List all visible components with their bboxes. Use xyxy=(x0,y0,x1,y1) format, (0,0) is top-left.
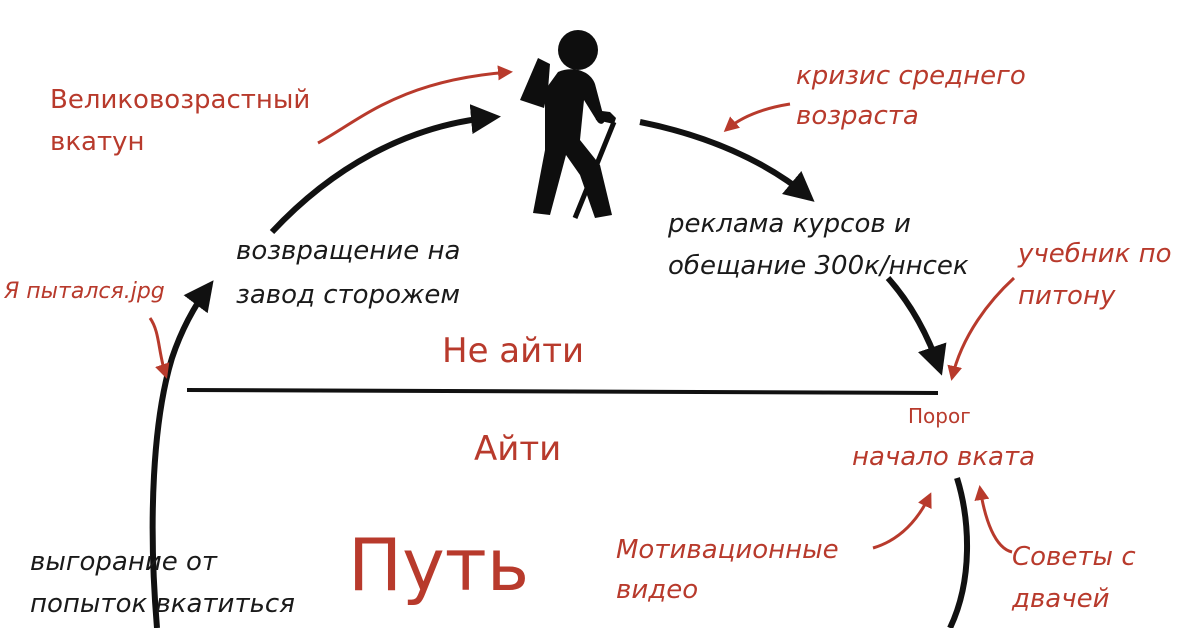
annotation-textbook-line2: питону xyxy=(1018,281,1116,311)
cycle-arrow-right-down xyxy=(947,477,971,628)
annotation-arrow-textbook xyxy=(947,276,1016,381)
annotation-arrow-tried xyxy=(148,317,170,379)
annotation-late-line2: вкатун xyxy=(50,127,145,157)
stage-ads-line1: реклама курсов и xyxy=(668,209,911,239)
annotation-advice-line1: Советы с xyxy=(1012,542,1136,572)
annotation-tried: Я пытался.jpg xyxy=(4,279,165,304)
threshold-title: Порог xyxy=(908,404,971,428)
annotation-arrow-crisis xyxy=(723,102,791,132)
stage-return-line2: завод сторожем xyxy=(236,280,461,310)
stage-return-line1: возвращение на xyxy=(236,236,461,266)
annotation-arrow-motivation xyxy=(872,492,932,550)
annotation-late-line1: Великовозрастный xyxy=(50,85,311,115)
annotation-textbook-line1: учебник по xyxy=(1018,239,1172,269)
stage-burnout-line1: выгорание от xyxy=(30,547,218,577)
annotation-motivation-line2: видео xyxy=(616,575,699,605)
annotation-motivation-line1: Мотивационные xyxy=(616,535,839,565)
annotation-crisis-line1: кризис среднего xyxy=(796,61,1026,91)
threshold-subtitle: начало вката xyxy=(852,442,1036,472)
zone-label-it: Айти xyxy=(474,429,562,469)
zone-divider-line xyxy=(186,388,939,395)
annotation-arrow-advice xyxy=(974,485,1013,554)
stage-burnout-line2: попыток вкатиться xyxy=(30,589,295,619)
diagram-title: Путь xyxy=(348,523,530,607)
stage-ads-line2: обещание 300к/ннсек xyxy=(668,251,969,281)
cycle-arrow-to-threshold xyxy=(885,276,947,376)
hiker-icon xyxy=(520,30,617,219)
annotation-arrow-late xyxy=(317,65,513,145)
cycle-arrow-left-up xyxy=(149,280,214,628)
cycle-arrow-top-right xyxy=(639,119,815,202)
zone-label-not-it: Не айти xyxy=(442,331,585,371)
annotation-advice-line2: двачей xyxy=(1012,584,1110,614)
annotation-crisis-line2: возраста xyxy=(796,101,919,131)
cycle-arrow-top-left xyxy=(269,104,501,235)
